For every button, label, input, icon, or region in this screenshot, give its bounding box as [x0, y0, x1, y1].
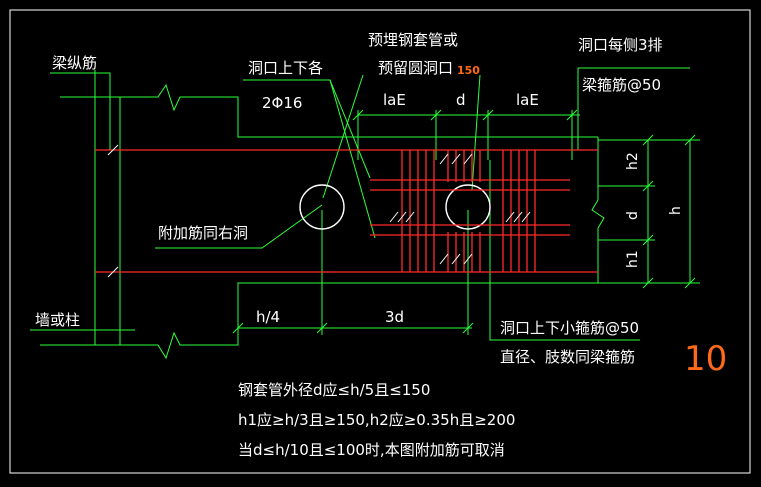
note-line-2: h1应≥h/3且≥150,h2应≥0.35h且≥200	[238, 411, 515, 429]
dim-h-over-4: h/4	[256, 308, 280, 326]
label-wall-or-column: 墙或柱	[35, 311, 80, 329]
label-additional-bars: 附加筋同右洞	[158, 224, 248, 242]
rebar-ticks	[107, 144, 531, 278]
dim-3d: 3d	[385, 308, 404, 326]
dim-d-top: d	[456, 91, 466, 109]
left-hole-icon	[299, 184, 345, 230]
note-line-3: 当d≤h/10且≤100时,本图附加筋可取消	[238, 441, 505, 459]
side-dim-labels: h2 d h h1	[625, 152, 684, 268]
label-embedded-sleeve-1: 预埋钢套管或	[368, 31, 458, 49]
dim-laE-right: laE	[516, 91, 539, 109]
handwritten-10: 10	[684, 339, 727, 379]
dim-laE-left: laE	[383, 91, 406, 109]
drawing-labels: 梁纵筋 墙或柱 洞口上下各 2Φ16 预埋钢套管或 预留圆洞口 洞口每侧3排 梁…	[35, 31, 663, 459]
label-beam-longitudinal: 梁纵筋	[52, 54, 97, 72]
dim-d-side: d	[625, 211, 641, 220]
drawing-frame	[9, 9, 751, 474]
label-embedded-sleeve-2: 预留圆洞口	[378, 59, 453, 77]
hole-circles	[299, 184, 491, 230]
right-hole-icon	[445, 184, 491, 230]
beam-outline	[30, 67, 700, 360]
label-diameter-legs: 直径、肢数同梁箍筋	[500, 348, 635, 366]
dim-h1: h1	[625, 250, 641, 268]
label-each-side-3-rows: 洞口每侧3排	[578, 36, 663, 54]
note-line-1: 钢套管外径d应≤h/5且≤150	[238, 381, 430, 399]
dim-h2: h2	[625, 152, 641, 170]
label-opening-top-bottom: 洞口上下各	[248, 59, 323, 77]
handwritten-150: 150	[457, 64, 480, 77]
rebar-lines	[95, 149, 598, 273]
label-stirrup-top: 梁箍筋@50	[582, 76, 661, 94]
dim-h: h	[668, 206, 684, 215]
label-small-stirrup: 洞口上下小箍筋@50	[500, 319, 639, 337]
label-rebar-2phi16: 2Φ16	[262, 94, 302, 112]
